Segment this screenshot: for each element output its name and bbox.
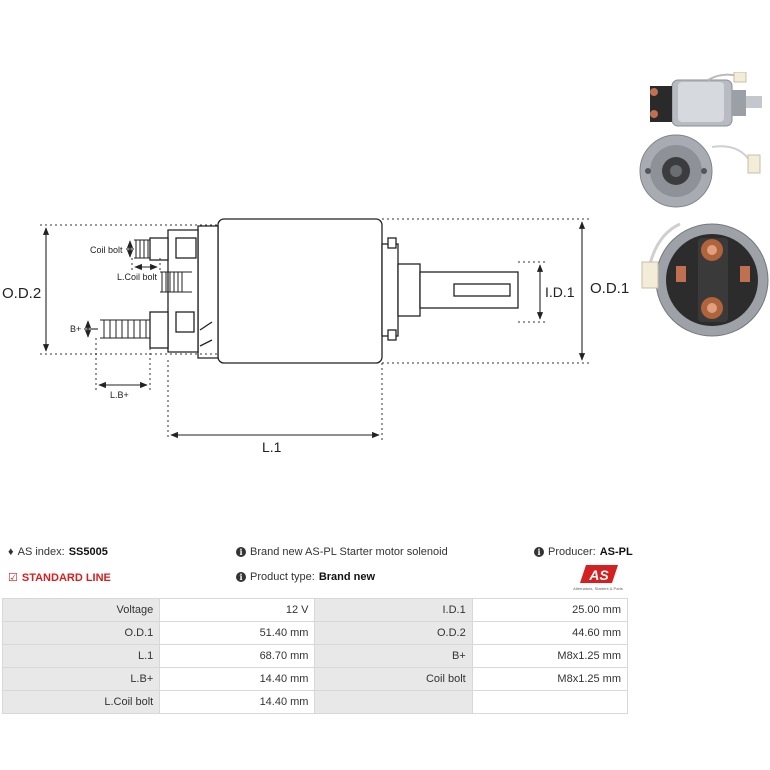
standard-line-label: STANDARD LINE bbox=[21, 571, 111, 584]
od2-label: O.D.2 bbox=[2, 285, 41, 302]
producer-row: i Producer: AS-PL bbox=[534, 546, 633, 558]
od1-label: O.D.1 bbox=[590, 280, 629, 297]
product-type-value: Brand new bbox=[318, 571, 376, 583]
spec-label: O.D.2 bbox=[314, 621, 473, 645]
spec-value: M8x1.25 mm bbox=[471, 644, 629, 668]
l1-label: L.1 bbox=[262, 439, 282, 455]
id1-label: I.D.1 bbox=[545, 284, 575, 300]
svg-text:Alternators, Starters & Parts: Alternators, Starters & Parts bbox=[573, 586, 623, 591]
spec-value: 68.70 mm bbox=[159, 644, 316, 668]
spec-value: 25.00 mm bbox=[471, 598, 629, 622]
spec-value: 51.40 mm bbox=[159, 621, 316, 645]
spec-value bbox=[471, 690, 629, 714]
spec-label: L.Coil bolt bbox=[1, 690, 161, 714]
coil-bolt-label: Coil bolt bbox=[90, 245, 123, 255]
spec-label: L.1 bbox=[1, 644, 161, 668]
producer-value: AS-PL bbox=[599, 546, 633, 558]
l-b-plus-label: L.B+ bbox=[110, 390, 129, 400]
spec-label: B+ bbox=[314, 644, 473, 668]
producer-label: Producer: bbox=[548, 546, 596, 558]
spec-value: 14.40 mm bbox=[159, 690, 316, 714]
as-pl-logo: AS Alternators, Starters & Parts bbox=[566, 563, 630, 593]
info-icon: i bbox=[236, 547, 246, 557]
description-text: Brand new AS-PL Starter motor solenoid bbox=[250, 546, 448, 558]
as-index-label: AS index: bbox=[17, 546, 65, 558]
spec-label: Voltage bbox=[1, 598, 161, 622]
info-icon: i bbox=[534, 547, 544, 557]
tag-icon: ♦ bbox=[8, 546, 14, 558]
spec-label: I.D.1 bbox=[314, 598, 473, 622]
spec-value: M8x1.25 mm bbox=[471, 667, 629, 691]
logo-mark-icon: AS Alternators, Starters & Parts bbox=[573, 565, 623, 591]
description-row: i Brand new AS-PL Starter motor solenoid bbox=[236, 546, 448, 558]
product-photo-terminals bbox=[640, 214, 770, 338]
checkbox-icon: ☑ bbox=[8, 572, 18, 584]
spec-value: 12 V bbox=[159, 598, 316, 622]
svg-text:AS: AS bbox=[588, 567, 609, 583]
info-icon: i bbox=[236, 572, 246, 582]
solenoid-body bbox=[217, 218, 383, 364]
product-type-row: i Product type: Brand new bbox=[236, 571, 375, 583]
l-coil-bolt-label: L.Coil bolt bbox=[117, 272, 158, 282]
product-type-label: Product type: bbox=[250, 571, 315, 583]
spec-label: Coil bolt bbox=[314, 667, 473, 691]
b-plus-label: B+ bbox=[70, 324, 81, 334]
spec-value: 44.60 mm bbox=[471, 621, 629, 645]
as-index-row: ♦ AS index: SS5005 bbox=[8, 546, 108, 558]
product-photo-side bbox=[638, 72, 770, 134]
spec-value: 14.40 mm bbox=[159, 667, 316, 691]
as-index-value: SS5005 bbox=[68, 546, 108, 558]
product-photo-front bbox=[638, 133, 770, 213]
solenoid-technical-drawing: O.D.2 O.D.1 I.D.1 L.1 Coil bolt L.Coil b… bbox=[2, 218, 629, 455]
standard-line-row: ☑ STANDARD LINE bbox=[8, 571, 111, 585]
spec-label: L.B+ bbox=[1, 667, 161, 691]
spec-label bbox=[314, 690, 473, 714]
spec-label: O.D.1 bbox=[1, 621, 161, 645]
